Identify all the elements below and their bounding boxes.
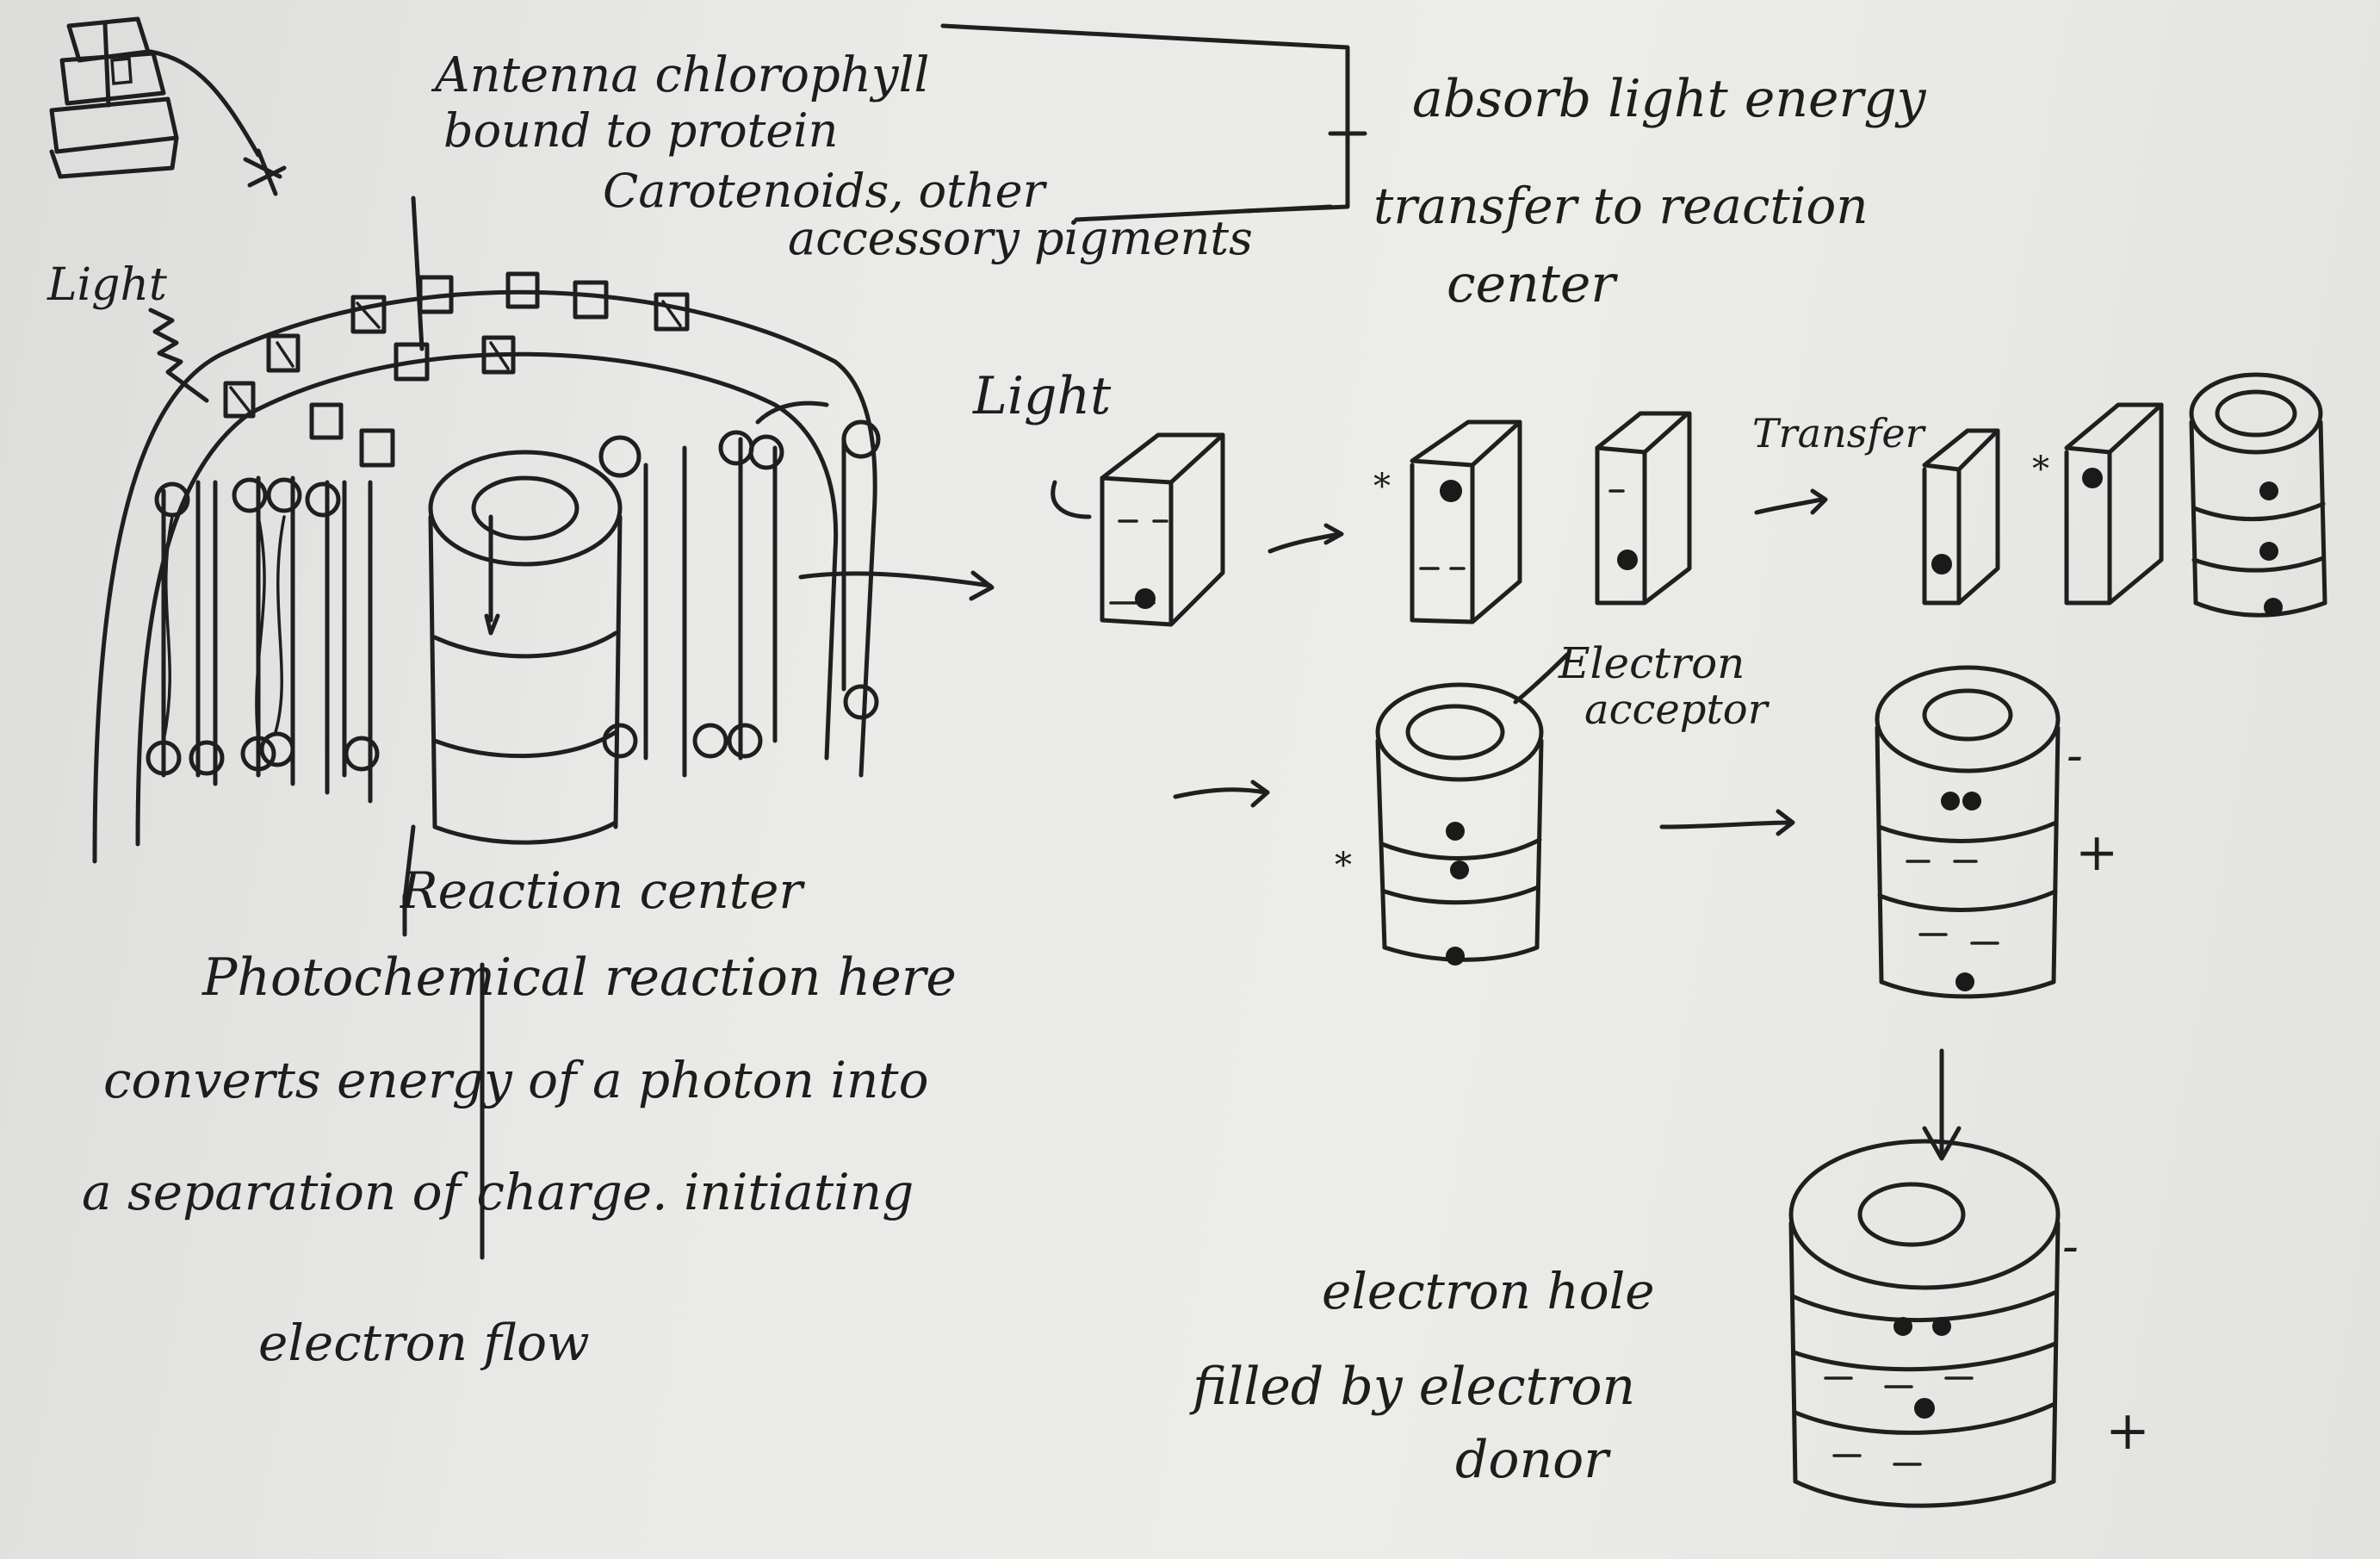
reaction-center-label: Reaction center: [400, 861, 803, 920]
carotenoids-label: Carotenoids, other: [603, 164, 1045, 218]
thylakoid-sketch: [49, 16, 287, 196]
separation-label: a separation of charge. initiating: [82, 1163, 914, 1221]
charge-separation-cylinders: [1173, 652, 2061, 1508]
antenna-label: Antenna chlorophyll: [435, 47, 930, 103]
minus-sign-1: -: [2067, 728, 2083, 784]
donor-label: donor: [1455, 1430, 1608, 1490]
photochemical-label: Photochemical reaction here: [202, 947, 957, 1008]
plus-sign-1: +: [2075, 823, 2119, 883]
plus-sign-2: +: [2105, 1399, 2150, 1462]
excited-star-1: *: [1373, 467, 1391, 506]
bound-protein-label: bound to protein: [443, 103, 839, 158]
accessory-pigments-label: accessory pigments: [788, 211, 1253, 265]
light-label-left: Light: [47, 259, 167, 311]
acceptor-label: acceptor: [1584, 686, 1768, 734]
transfer-label: Transfer: [1752, 410, 1924, 457]
light-label-mid: Light: [973, 366, 1112, 426]
transfer-reaction-label: transfer to reaction: [1373, 177, 1869, 235]
excited-star-2: *: [2032, 450, 2049, 489]
pigment-boxes: [1051, 372, 2327, 627]
converts-label: converts energy of a photon into: [103, 1051, 929, 1109]
electron-flow-label: electron flow: [258, 1314, 590, 1372]
center-label: center: [1447, 254, 1616, 314]
membrane-arch: [92, 23, 1367, 1260]
filled-by-label: filled by electron: [1193, 1357, 1636, 1417]
electron-label: Electron: [1559, 638, 1745, 688]
excited-star-3: *: [1335, 846, 1352, 885]
electron-hole-label: electron hole: [1322, 1262, 1655, 1320]
absorb-light-label: absorb light energy: [1412, 69, 1926, 129]
minus-sign-2: -: [2062, 1219, 2079, 1275]
